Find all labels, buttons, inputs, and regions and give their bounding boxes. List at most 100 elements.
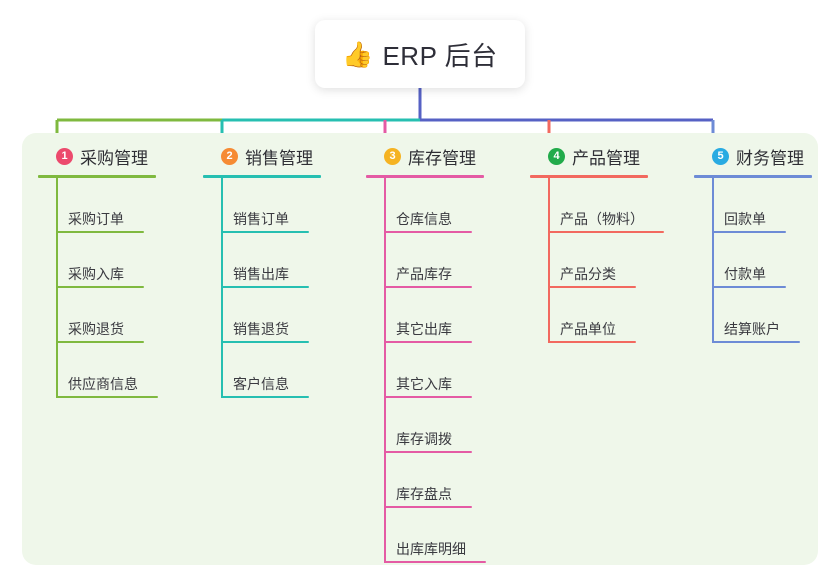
list-item-label: 销售订单 [233,211,289,227]
column-underline [694,175,812,178]
list-item-underline [384,396,472,398]
column-title: 采购管理 [80,148,148,168]
list-item-label: 采购订单 [68,211,124,227]
root-node[interactable]: 👍 ERP 后台 [315,20,525,88]
list-item[interactable]: 库存盘点 [366,453,484,508]
list-item[interactable]: 仓库信息 [366,178,484,233]
list-item[interactable]: 采购订单 [38,178,156,233]
column-underline [366,175,484,178]
list-item-underline [56,231,144,233]
list-item-underline [221,341,309,343]
column-title: 财务管理 [736,148,804,168]
list-item-label: 销售退货 [233,321,289,337]
list-item-underline [548,341,636,343]
list-item-label: 销售出库 [233,266,289,282]
list-item[interactable]: 库存调拨 [366,398,484,453]
list-item[interactable]: 采购入库 [38,233,156,288]
list-item-label: 采购退货 [68,321,124,337]
list-item-underline [712,341,800,343]
list-item-label: 仓库信息 [396,211,452,227]
list-item[interactable]: 产品库存 [366,233,484,288]
list-item-label: 回款单 [724,211,766,227]
list-item-underline [384,451,472,453]
list-item-underline [712,231,786,233]
list-item-label: 出库库明细 [396,541,466,557]
list-item-label: 库存盘点 [396,486,452,502]
list-item-label: 其它出库 [396,321,452,337]
list-item-label: 其它入库 [396,376,452,392]
list-item[interactable]: 产品分类 [530,233,648,288]
list-item-underline [548,231,664,233]
column-3: 3 库存管理仓库信息产品库存其它出库其它入库库存调拨库存盘点出库库明细 [366,143,486,563]
list-item-label: 产品单位 [560,321,616,337]
list-item[interactable]: 销售出库 [203,233,321,288]
column-stem-line [712,178,714,343]
list-item-label: 产品分类 [560,266,616,282]
list-item-label: 付款单 [724,266,766,282]
column-header-4[interactable]: 4 产品管理 [530,143,648,169]
column-items: 回款单付款单结算账户 [694,178,812,343]
list-item[interactable]: 产品（物料） [530,178,664,233]
column-stem-line [384,178,386,563]
column-badge-icon: 4 [548,147,565,165]
column-header-3[interactable]: 3 库存管理 [366,143,484,169]
column-underline [530,175,648,178]
root-node-title: ERP 后台 [382,40,498,71]
column-stem-line [56,178,58,398]
list-item-underline [384,286,472,288]
list-item-label: 产品（物料） [560,211,644,227]
list-item-underline [384,341,472,343]
list-item-underline [221,286,309,288]
list-item-underline [712,286,786,288]
list-item[interactable]: 客户信息 [203,343,321,398]
list-item[interactable]: 付款单 [694,233,812,288]
list-item[interactable]: 其它入库 [366,343,484,398]
list-item-label: 采购入库 [68,266,124,282]
column-stem-line [221,178,223,398]
list-item-label: 产品库存 [396,266,452,282]
column-4: 4 产品管理产品（物料） 产品分类产品单位 [530,143,664,343]
list-item[interactable]: 其它出库 [366,288,484,343]
list-item-underline [56,286,144,288]
list-item-underline [384,561,486,563]
column-header-5[interactable]: 5 财务管理 [694,143,812,169]
column-items: 销售订单销售出库销售退货客户信息 [203,178,321,398]
list-item-underline [548,286,636,288]
column-badge-icon: 3 [384,147,401,165]
column-badge-icon: 5 [712,147,729,165]
column-2: 2 销售管理销售订单销售出库销售退货客户信息 [203,143,321,398]
list-item-underline [221,396,309,398]
column-header-2[interactable]: 2 销售管理 [203,143,321,169]
list-item-underline [384,231,472,233]
list-item[interactable]: 供应商信息 [38,343,158,398]
column-items: 采购订单采购入库采购退货供应商信息 [38,178,158,398]
diagram-panel [22,133,818,565]
list-item[interactable]: 结算账户 [694,288,812,343]
list-item-label: 供应商信息 [68,376,138,392]
column-items: 产品（物料） 产品分类产品单位 [530,178,664,343]
column-title: 销售管理 [245,148,313,168]
column-underline [38,175,156,178]
column-badge-icon: 2 [221,147,238,165]
thumbs-up-icon: 👍 [342,39,374,69]
list-item-underline [56,396,158,398]
list-item[interactable]: 采购退货 [38,288,156,343]
column-items: 仓库信息产品库存其它出库其它入库库存调拨库存盘点出库库明细 [366,178,486,563]
column-title: 产品管理 [572,148,640,168]
column-stem-line [548,178,550,343]
list-item-underline [56,341,144,343]
list-item[interactable]: 产品单位 [530,288,648,343]
column-5: 5 财务管理回款单付款单结算账户 [694,143,812,343]
list-item[interactable]: 出库库明细 [366,508,486,563]
list-item-underline [221,231,309,233]
list-item[interactable]: 销售订单 [203,178,321,233]
list-item[interactable]: 回款单 [694,178,812,233]
column-underline [203,175,321,178]
list-item-label: 客户信息 [233,376,289,392]
list-item-label: 结算账户 [724,321,780,337]
list-item[interactable]: 销售退货 [203,288,321,343]
column-title: 库存管理 [408,148,476,168]
list-item-underline [384,506,472,508]
